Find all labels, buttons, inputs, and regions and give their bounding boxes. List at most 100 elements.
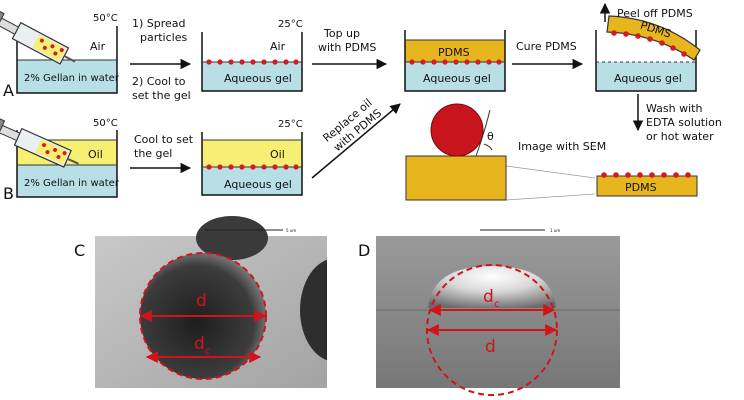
arrow-replace-oil [311,103,401,179]
beaker-outline [404,30,506,92]
contact-angle-schematic: θ [405,103,507,201]
d-label-d: d [485,337,496,357]
particle [681,51,687,57]
peel-label: Peel off PDMS [617,7,693,20]
particle [217,164,223,170]
particle [272,59,278,65]
step2-line1: 2) Cool to [132,75,186,88]
topup-line1: Top up [323,27,360,40]
wash-step: Wash with EDTA solution or hot water [632,94,722,143]
temperature-label: 25°C [278,119,303,130]
particle [56,154,61,159]
particle [661,172,667,178]
particle [239,59,245,65]
peeled-pdms: PDMS [606,15,701,61]
bath-label: 2% Gellan in water [24,73,120,84]
particle [623,31,629,37]
particle [272,164,278,170]
scale-label-c: 5 um [286,228,296,233]
aqueous-gel-layer [405,62,505,91]
particle [50,44,55,49]
particle [59,48,64,53]
particle [409,59,415,65]
particle-row [409,59,502,65]
particle [206,164,212,170]
wash-line1: Wash with [646,102,702,115]
panel-a: A 2% Gellan in water Air 50°C 1) Spread … [0,2,701,102]
wash-line2: EDTA solution [646,116,722,129]
particle [217,59,223,65]
step1-line2: particles [140,31,187,44]
particle [625,172,631,178]
particle [453,59,459,65]
temperature-label: 50°C [93,118,118,129]
beaker-a3: PDMS Aqueous gel [404,30,506,92]
particle [293,59,299,65]
particle [42,45,47,50]
particle [53,51,58,56]
zoom-line-bottom [505,193,596,201]
gel-solution-layer [17,165,117,197]
panel-d: D 1 um d c d [358,228,620,396]
beaker-outline [16,130,118,198]
cool-line2: the gel [134,147,172,160]
particle-large [430,103,484,157]
pdms-slab [606,15,701,61]
air-label: Air [270,40,286,53]
syringe-needle [67,157,79,165]
temperature-label: 50°C [93,13,118,24]
particle-row [206,59,299,65]
scale-label-d: 1 um [550,228,560,233]
particle [685,172,691,178]
pdms-replica-slab [596,175,698,197]
air-label: Air [90,40,106,53]
sem-step-label: Image with SEM [518,140,606,153]
gel-label: Aqueous gel [614,72,682,85]
wash-line3: or hot water [646,130,714,143]
particle [293,164,299,170]
theta-label: θ [487,130,494,143]
bath-label: 2% Gellan in water [24,178,120,189]
particle [228,164,234,170]
topup-line2: with PDMS [318,41,376,54]
syringe-handle [0,10,5,31]
particle [442,59,448,65]
particle [475,59,481,65]
cool-line1: Cool to set [134,133,194,146]
panel-b-label: B [3,184,14,203]
panel-a-label: A [3,81,14,100]
temperature-label: 25°C [278,19,303,30]
particle [431,59,437,65]
oil-layer [202,140,302,167]
dc-label-c: d [194,334,205,354]
syringe-b [0,118,79,168]
particle [53,147,58,152]
angle-arc [483,143,493,151]
particle [261,59,267,65]
step2-line2: set the gel [132,89,191,102]
oil-label: Oil [88,148,103,161]
particle [206,59,212,65]
angle-tangent [475,109,491,157]
particle [647,36,653,42]
beaker-outline [595,30,697,92]
particle [635,33,641,39]
particle [613,172,619,178]
panel-c-label: C [74,241,85,260]
d-label-c: d [196,291,207,311]
aqueous-gel-layer [202,62,302,91]
syringe-plunger [0,17,20,35]
particle [62,151,67,156]
gel-label: Aqueous gel [224,72,292,85]
panel-d-label: D [358,241,370,260]
beaker-a4: Aqueous gel PDMS Peel off PDMS [595,2,701,92]
particle [420,59,426,65]
gel-solution-layer [17,60,117,93]
pdms-layer [405,40,505,62]
step1-line1: 1) Spread [132,17,186,30]
sem-image-d [376,236,620,388]
beaker-outline [201,132,303,196]
beaker-a2: Air 25°C Aqueous gel [201,19,303,92]
particle [486,59,492,65]
